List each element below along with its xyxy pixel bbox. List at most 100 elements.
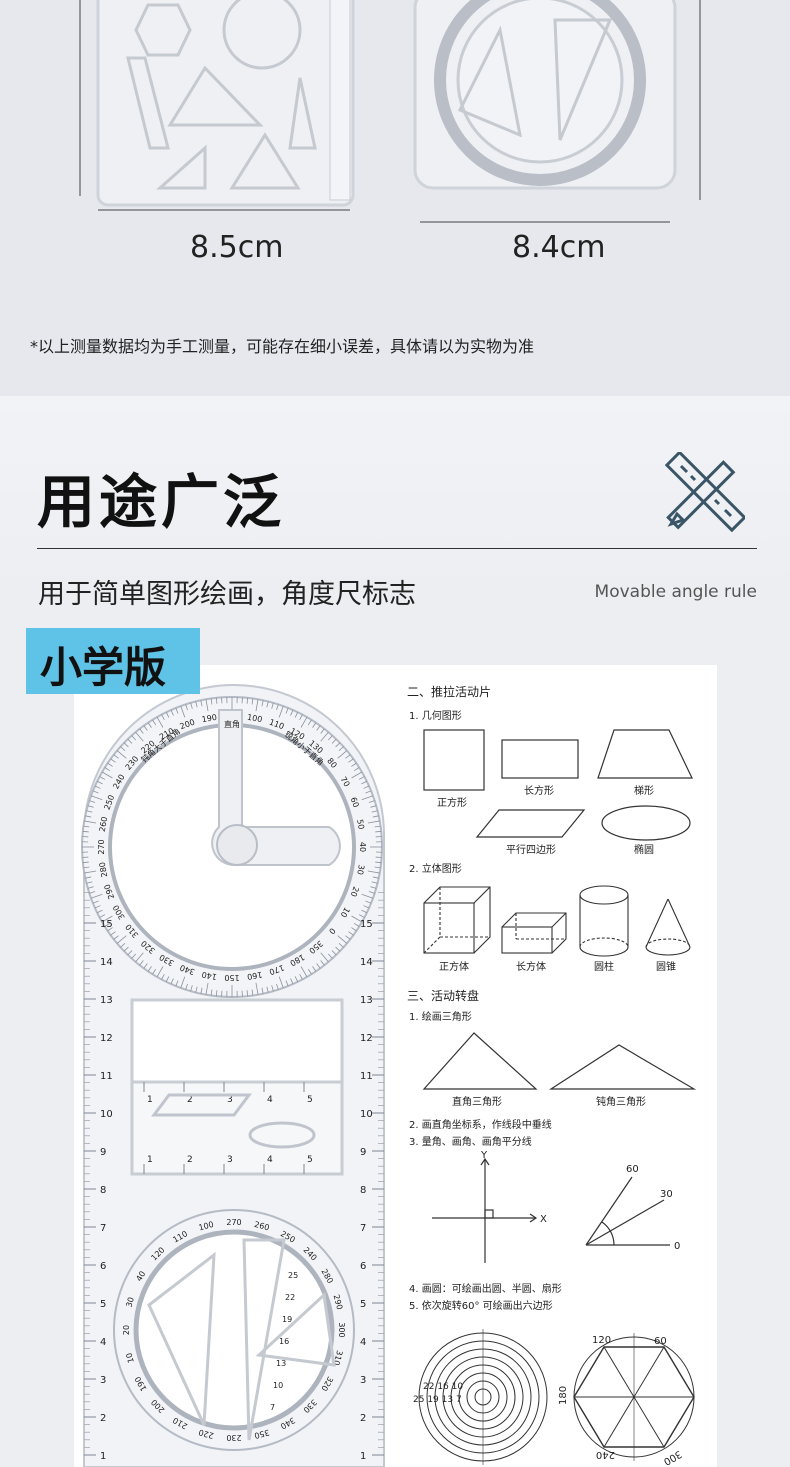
- label-cube: 正方体: [439, 960, 469, 973]
- tick: [83, 866, 90, 869]
- tick: [246, 990, 249, 997]
- tick: [161, 714, 165, 721]
- tick: [152, 719, 157, 726]
- mid-label: 1: [147, 1155, 153, 1165]
- tick: [337, 935, 348, 944]
- sec3-title: 三、活动转盘: [407, 988, 479, 1003]
- scale-label: 9: [360, 1147, 366, 1158]
- tick: [147, 966, 152, 972]
- rectangle-shape: [501, 739, 579, 779]
- tick: [361, 893, 374, 899]
- concentric-circles: [418, 1329, 548, 1465]
- obtuse-triangle-shape: [548, 1044, 697, 1090]
- angle-label: 10: [124, 1352, 135, 1364]
- dimension-right: 8.4cm: [512, 230, 606, 265]
- scale-label: 13: [100, 995, 113, 1006]
- tick: [147, 722, 152, 728]
- tick: [113, 754, 119, 759]
- hex-240: 240: [596, 1449, 615, 1460]
- tick: [337, 750, 348, 759]
- angle-label: 300: [337, 1322, 346, 1337]
- tick: [372, 876, 379, 879]
- label-obtuse-triangle: 钝角三角形: [596, 1095, 646, 1108]
- triangle-number: 16: [279, 1337, 289, 1346]
- tick: [294, 712, 299, 718]
- divider: [37, 548, 757, 549]
- tick: [255, 982, 259, 995]
- tick: [97, 780, 103, 785]
- angle-label: 270: [226, 1218, 241, 1227]
- angle-label: 260: [253, 1220, 270, 1233]
- scale-label: 8: [360, 1185, 366, 1196]
- scale-label: 6: [360, 1261, 366, 1272]
- tick: [276, 704, 279, 711]
- angle-label: 30: [355, 864, 366, 876]
- tick: [85, 876, 92, 879]
- mid-label: 3: [227, 1095, 233, 1105]
- tick: [251, 989, 254, 996]
- scale-label: 1: [360, 1451, 366, 1462]
- tick: [375, 830, 382, 833]
- tick: [161, 973, 165, 980]
- angle-label: 60: [349, 796, 361, 809]
- tick: [185, 983, 188, 990]
- tick: [358, 776, 365, 780]
- triangle-number: 19: [282, 1315, 292, 1324]
- tick: [131, 735, 136, 741]
- tick: [152, 968, 157, 975]
- angle-60: 60: [626, 1164, 639, 1175]
- tick: [351, 762, 357, 767]
- scale-label: 10: [100, 1109, 113, 1120]
- label-rectangle: 长方形: [524, 784, 554, 797]
- tick: [255, 699, 259, 712]
- scale-label: 10: [360, 1109, 373, 1120]
- tick: [82, 861, 89, 864]
- hex-120: 120: [592, 1335, 611, 1346]
- instructions: 二、推拉活动片 1. 几何图形 正方形 长方形 梯形 平行四边形 椭圆 2. 立…: [407, 684, 697, 1467]
- label-cuboid: 长方体: [516, 960, 546, 973]
- tick: [365, 790, 372, 794]
- tick: [370, 886, 377, 889]
- tick: [371, 881, 378, 884]
- tick: [285, 980, 289, 987]
- tick: [86, 810, 93, 813]
- scale-label: 3: [360, 1375, 366, 1386]
- label-square: 正方形: [437, 796, 467, 809]
- tick: [363, 905, 370, 909]
- sec3-4: 4. 画圆：可绘画出圆、半圆、扇形: [409, 1282, 562, 1295]
- mid-label: 5: [307, 1095, 313, 1105]
- cylinder-shape: [579, 885, 629, 957]
- tick: [175, 980, 179, 987]
- axis-y: Y: [480, 1150, 488, 1161]
- tick: [261, 987, 264, 994]
- parallelogram-shape: [475, 809, 586, 838]
- tick: [139, 728, 144, 734]
- tick: [320, 960, 325, 966]
- tick: [120, 943, 126, 948]
- scale-label: 15: [100, 919, 113, 930]
- tick: [299, 714, 303, 721]
- angle-label: 350: [253, 1428, 270, 1441]
- section-title: 用途广泛: [37, 468, 286, 536]
- tick: [367, 870, 380, 874]
- tick: [107, 927, 113, 932]
- edition-badge: 小学版: [26, 628, 200, 694]
- tick: [348, 931, 354, 936]
- scale-label: 13: [360, 995, 373, 1006]
- angle-label: 140: [201, 970, 218, 982]
- tick: [200, 987, 203, 994]
- angle-label: 20: [349, 885, 361, 898]
- sec2-1: 1. 几何图形: [409, 709, 462, 722]
- angle-label: 280: [98, 861, 110, 878]
- tick: [353, 922, 360, 927]
- tick: [363, 785, 370, 789]
- tick: [210, 989, 213, 996]
- label-right-triangle: 直角三角形: [452, 1095, 502, 1108]
- tick: [139, 960, 144, 966]
- scale-label: 7: [360, 1223, 366, 1234]
- scale-label: 9: [100, 1147, 106, 1158]
- tick: [294, 976, 299, 982]
- tick: [116, 750, 127, 759]
- tick: [113, 935, 119, 940]
